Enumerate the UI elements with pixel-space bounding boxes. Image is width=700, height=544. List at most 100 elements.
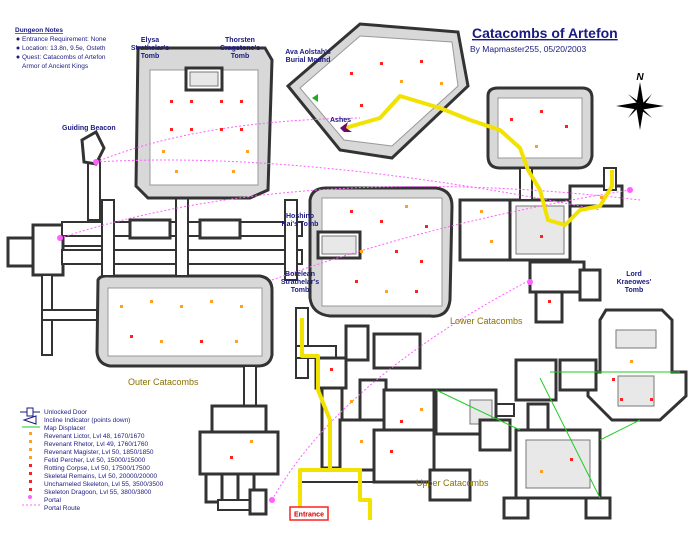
monster-marker [540,235,543,238]
walk-route [298,94,614,520]
monster-marker [160,340,163,343]
label-ava: Ava Aolstah's [285,49,331,56]
legend-item: Revenant Lictor, Lvl 48, 1670/1670 [44,433,145,440]
legend-monster-icon [29,432,32,435]
label-elysa: Elysa [141,37,159,44]
compass-rose-icon [616,82,664,130]
monster-marker [395,250,398,253]
zone-upper-catacombs: Upper Catacombs [416,478,489,488]
legend-item: Incline Indicator (points down) [44,417,130,424]
label-lord-2: Kraeowes' [617,279,652,286]
lower-cave [308,186,454,318]
legend-monster-icon [29,480,32,483]
west-room [6,223,105,356]
lord-tomb [586,308,688,422]
ava-marker-icon [312,94,318,102]
monster-marker [190,100,193,103]
monster-marker [360,104,363,107]
legend-monster-icon [29,456,32,459]
legend-item: Revenant Magister, Lvl 50, 1850/1850 [44,449,154,456]
label-thorsten-3: Tomb [231,53,250,60]
note-item: Location: 13.8n, 9.5e, Osteth [22,45,106,52]
ashes-marker-icon [340,122,352,132]
monster-marker [612,378,615,381]
label-lord-3: Tomb [625,287,644,294]
legend-monster-icon [29,472,32,475]
monster-marker [510,118,513,121]
legend-monster-icon [29,440,32,443]
monster-marker [380,220,383,223]
map-byline: By Mapmaster255, 05/20/2003 [470,44,587,54]
monster-marker [565,125,568,128]
compass-north-label: N [636,72,644,83]
monster-marker [440,82,443,85]
monster-marker [235,340,238,343]
north-cave [134,46,274,200]
monster-marker [405,205,408,208]
label-elysa-2: Strathelar's [131,45,169,52]
legend-monster-icon [29,448,32,451]
monster-marker [360,250,363,253]
monster-marker [130,335,133,338]
monster-marker [540,110,543,113]
map-title: Catacombs of Artefon [472,25,618,41]
monster-marker [246,150,249,153]
label-ashes: Ashes [330,117,351,124]
monster-marker [330,368,333,371]
notes-list: Entrance Requirement: None Location: 13.… [16,36,107,70]
label-hoshino: Hoshino [286,213,314,220]
monster-marker [210,300,213,303]
monster-marker [180,305,183,308]
monster-marker [650,398,653,401]
monster-marker [350,210,353,213]
monster-markers [120,60,653,473]
displacer-routes [435,371,680,499]
monster-marker [170,128,173,131]
entrance-box [289,506,329,521]
label-elysa-3: Tomb [141,53,160,60]
monster-marker [420,60,423,63]
monster-marker [385,290,388,293]
legend-item: Skeleton Dragoon, Lvl 55, 3800/3800 [44,489,152,496]
monster-marker [162,150,165,153]
zone-outer-catacombs: Outer Catacombs [128,377,199,387]
legend-item: Portal [44,497,62,504]
label-thorsten: Thorsten [225,37,255,44]
legend-item: Unlocked Door [44,409,88,416]
legend: Unlocked Door Incline Indicator (points … [20,407,164,512]
southeast-hall [502,358,612,520]
label-borelean-3: Tomb [291,287,310,294]
monster-marker [360,440,363,443]
legend-unlocked-door-icon [20,407,40,417]
legend-item: Map Displacer [44,425,86,432]
notes-heading: Dungeon Notes [15,27,63,34]
label-borelean-2: Strathelar's [281,279,319,286]
monster-marker [400,420,403,423]
monster-marker [420,260,423,263]
monster-marker [250,440,253,443]
monster-marker [390,450,393,453]
portal-routes [59,117,641,501]
monster-marker [630,360,633,363]
monster-marker [220,128,223,131]
monster-marker [400,80,403,83]
monster-marker [415,290,418,293]
note-item: Quest: Catacombs of Artefon [22,54,106,61]
monster-marker [480,210,483,213]
label-ava-2: Burial Mound [286,57,331,64]
monster-marker [175,170,178,173]
zone-lower-catacombs: Lower Catacombs [450,316,523,326]
monster-marker [380,62,383,65]
monster-marker [570,458,573,461]
monster-marker [230,456,233,459]
legend-item: Portal Route [44,505,81,512]
southwest-keep [198,365,280,516]
legend-item: Fetid Percher, Lvl 50, 15000/15000 [44,457,146,464]
legend-monster-icon [29,464,32,467]
monster-marker [190,128,193,131]
east-keep [458,167,624,324]
label-borelean: Borelean [285,271,315,278]
monster-marker [540,470,543,473]
label-guiding-beacon: Guiding Beacon [62,125,116,132]
entrance-label: Entrance [294,512,324,519]
